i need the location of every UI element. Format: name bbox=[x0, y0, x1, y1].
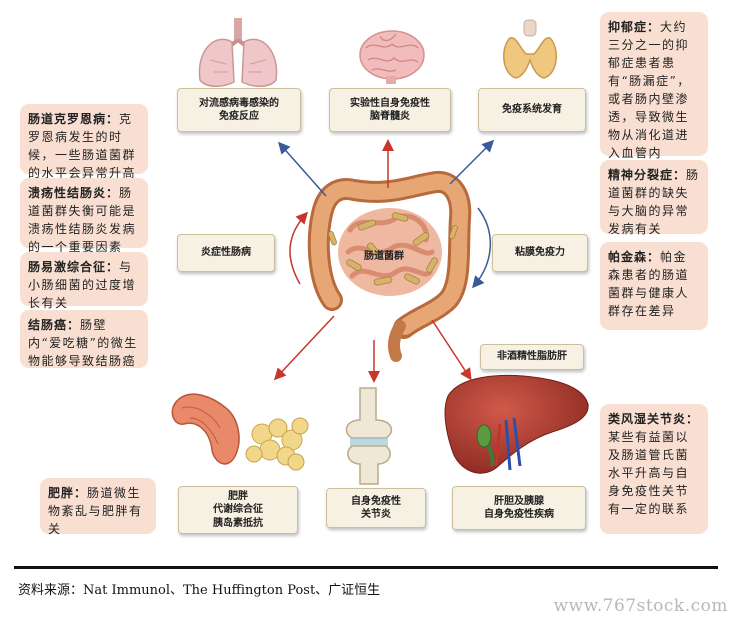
note-ulcerative-colitis: 溃疡性结肠炎：肠道菌群失衡可能是溃疡性结肠炎发病的一个重要因素 bbox=[20, 178, 148, 254]
note-ibs: 肠易激综合征：与小肠细菌的过度增长有关 bbox=[20, 252, 148, 310]
arrow-to-liver bbox=[431, 319, 472, 381]
note-ibs-title: 肠易激综合征： bbox=[28, 260, 120, 274]
lungs-icon bbox=[198, 18, 278, 87]
knee-joint-icon bbox=[345, 387, 393, 485]
note-schizophrenia-title: 精神分裂症： bbox=[608, 168, 687, 182]
note-parkinsons-text: 帕金森患者的肠道菌群与健康人群存在差异 bbox=[608, 250, 690, 318]
liver-icon bbox=[444, 374, 589, 474]
label-autoimmune-arthritis: 自身免疫性 关节炎 bbox=[326, 488, 426, 528]
label-hepatobiliary-pancreatic: 肝胆及胰腺 自身免疫性疾病 bbox=[452, 486, 586, 530]
label-brain-disease: 实验性自身免疫性 脑脊髓炎 bbox=[329, 88, 451, 132]
watermark: www.767stock.com bbox=[553, 596, 728, 616]
note-colon-cancer-text: 肠壁内“爱吃糖”的微生物能够导致结肠癌 bbox=[28, 318, 138, 368]
label-immune-development: 免疫系统发育 bbox=[478, 88, 586, 132]
note-obesity: 肥胖：肠道微生物紊乱与肥胖有关 bbox=[40, 478, 156, 536]
note-depression-title: 抑郁症： bbox=[608, 20, 661, 34]
note-ibs-text: 与小肠细菌的过度增长有关 bbox=[28, 260, 137, 310]
arrow-to-pancreas bbox=[273, 315, 335, 381]
arrow-to-lung bbox=[278, 141, 327, 197]
note-crohns: 肠道克罗恩病：克罗恩病发生的时候，一些肠道菌群的水平会异常升高 bbox=[20, 104, 148, 180]
note-parkinsons: 帕金森：帕金森患者的肠道菌群与健康人群存在差异 bbox=[600, 242, 708, 330]
note-depression: 抑郁症：大约三分之一的抑郁症患者患有“肠漏症”，或者肠内壁渗透，导致微生物从消化… bbox=[600, 12, 708, 160]
note-uc-text: 肠道菌群失衡可能是溃疡性结肠炎发病的一个重要因素 bbox=[28, 186, 137, 254]
label-obesity-metabolic: 肥胖 代谢综合征 胰岛素抵抗 bbox=[178, 486, 298, 534]
note-uc-title: 溃疡性结肠炎： bbox=[28, 186, 120, 200]
note-ra-text: 某些有益菌以及肠道管氏菌水平升高与自身免疫性关节有一定的联系 bbox=[608, 430, 690, 516]
note-parkinsons-title: 帕金森： bbox=[608, 250, 661, 264]
pancreas-icon bbox=[171, 393, 309, 471]
thyroid-icon bbox=[503, 19, 557, 79]
note-obesity-title: 肥胖： bbox=[48, 486, 88, 500]
note-ra-title: 类风湿关节炎： bbox=[608, 412, 700, 426]
source-caption: 资料来源：Nat Immunol、The Huffington Post、广证恒… bbox=[18, 583, 381, 598]
label-lung-response: 对流感病毒感染的 免疫反应 bbox=[177, 88, 301, 132]
arrow-right-curve-down bbox=[472, 207, 491, 289]
label-nafld: 非酒精性脂肪肝 bbox=[480, 344, 584, 370]
note-colon-cancer: 结肠癌：肠壁内“爱吃糖”的微生物能够导致结肠癌 bbox=[20, 310, 148, 368]
note-schizophrenia: 精神分裂症：肠道菌群的缺失与大脑的异常发病有关 bbox=[600, 160, 708, 236]
note-colon-cancer-title: 结肠癌： bbox=[28, 318, 81, 332]
label-ibd: 炎症性肠病 bbox=[177, 234, 275, 272]
footer-divider bbox=[14, 566, 718, 569]
arrow-left-curve-up bbox=[289, 211, 309, 285]
note-rheumatoid-arthritis: 类风湿关节炎： 某些有益菌以及肠道管氏菌水平升高与自身免疫性关节有一定的联系 bbox=[600, 404, 708, 534]
label-gut-flora: 肠道菌群 bbox=[364, 251, 404, 262]
note-obesity-text: 肠道微生物紊乱与肥胖有关 bbox=[48, 486, 143, 536]
note-schizophrenia-text: 肠道菌群的缺失与大脑的异常发病有关 bbox=[608, 168, 700, 236]
intestine-icon bbox=[307, 170, 472, 362]
brain-icon bbox=[359, 30, 425, 84]
arrow-to-thyroid bbox=[449, 139, 495, 185]
note-crohns-title: 肠道克罗恩病： bbox=[28, 112, 120, 126]
label-mucosal-immunity: 粘膜免疫力 bbox=[492, 234, 588, 272]
note-depression-text: 大约三分之一的抑郁症患者患有“肠漏症”，或者肠内壁渗透，导致微生物从消化道进入血… bbox=[608, 20, 691, 160]
note-crohns-text: 克罗恩病发生的时候，一些肠道菌群的水平会异常升高 bbox=[28, 112, 137, 180]
